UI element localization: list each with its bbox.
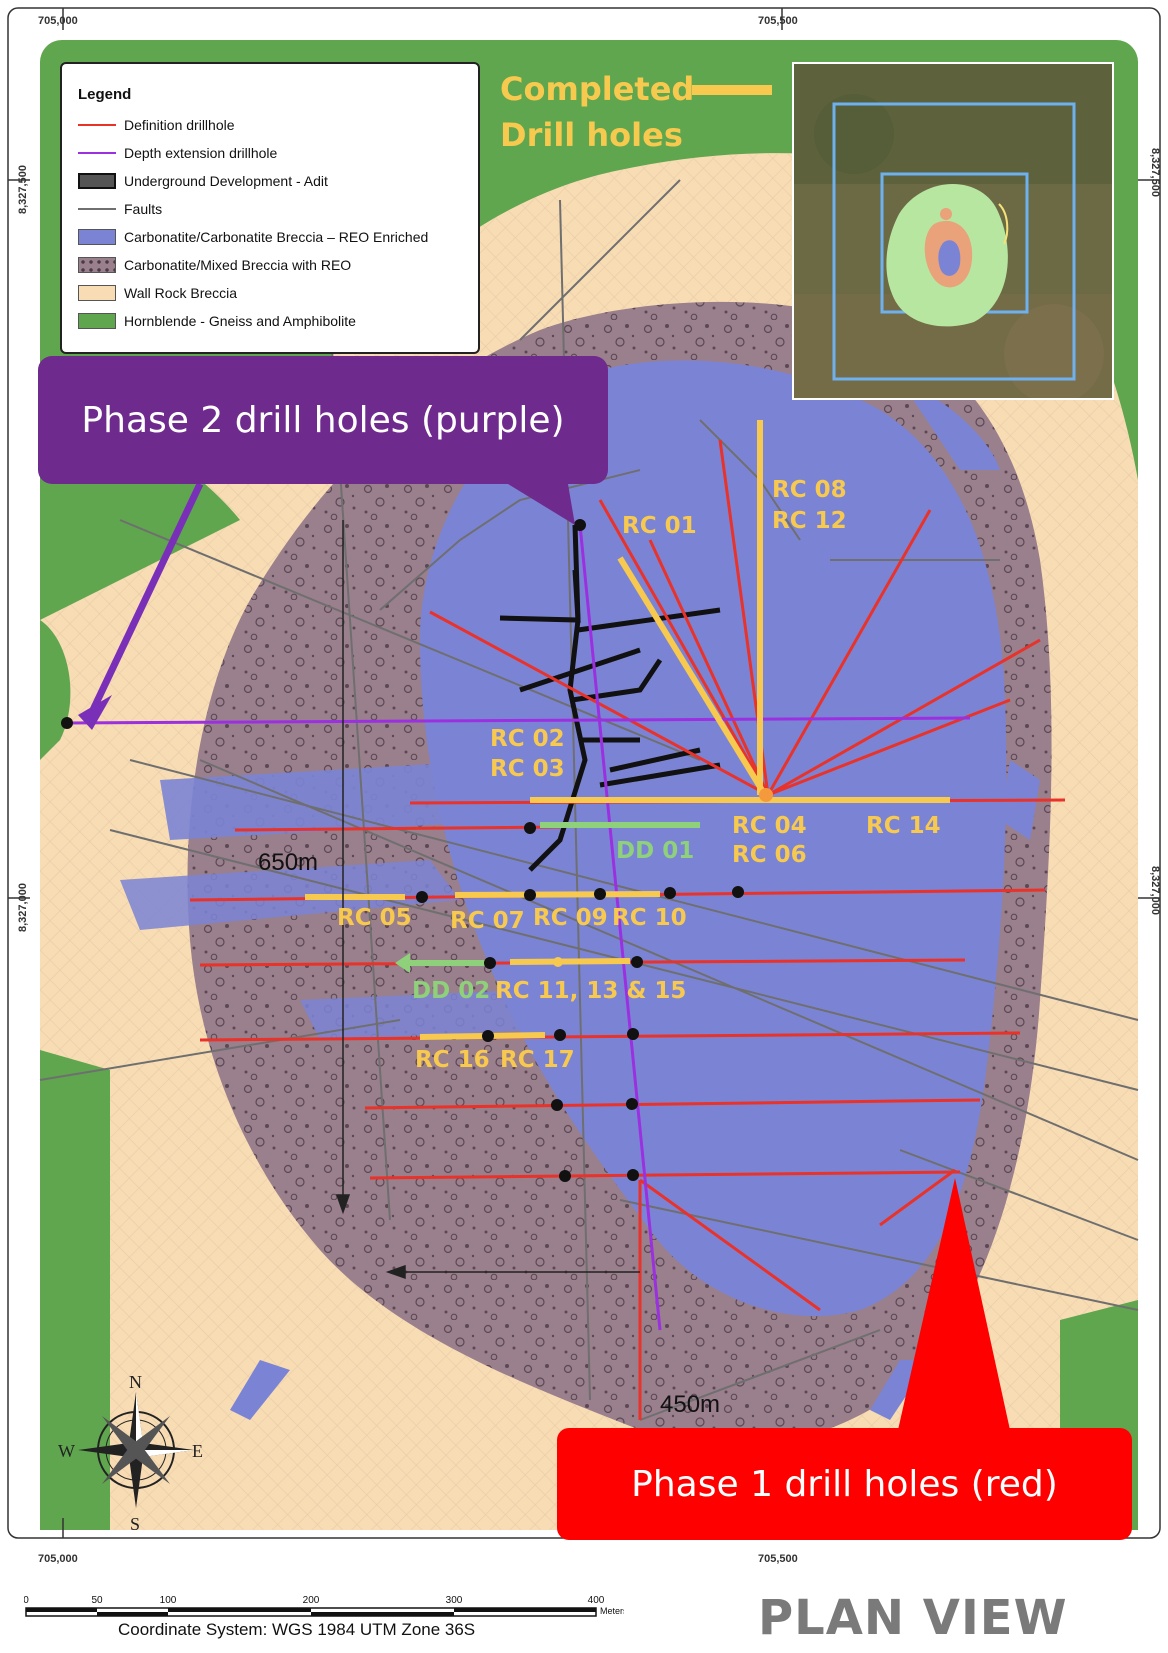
phase2-callout-text: Phase 2 drill holes (purple) [81, 399, 565, 441]
coord-left-lower: 8,327,000 [17, 883, 29, 932]
legend-label: Wall Rock Breccia [124, 285, 238, 301]
coord-right-lower: 8,327,000 [1149, 866, 1161, 915]
drill-collars [61, 519, 744, 1182]
legend-item: Carbonatite/Carbonatite Breccia – REO En… [78, 223, 462, 251]
completed-key: Completed Drill holes [500, 66, 694, 158]
label-dd01: DD 01 [616, 838, 694, 864]
legend-item: Carbonatite/Mixed Breccia with REO [78, 251, 462, 279]
coord-bottom-left: 705,000 [38, 1553, 78, 1565]
compass-n: N [129, 1372, 142, 1392]
legend-swatch [78, 144, 116, 162]
label-rc06: RC 06 [732, 842, 807, 868]
legend-swatch [78, 200, 116, 218]
phase2-callout: Phase 2 drill holes (purple) [38, 356, 608, 484]
scale-tick-label: 200 [303, 1595, 320, 1606]
label-rc07: RC 07 [450, 908, 525, 934]
legend-item: Hornblende - Gneiss and Amphibolite [78, 307, 462, 335]
coord-top-mid: 705,500 [758, 15, 798, 27]
phase1-callout: Phase 1 drill holes (red) [557, 1428, 1132, 1540]
legend-swatch [78, 116, 116, 134]
legend-label: Carbonatite/Mixed Breccia with REO [124, 257, 352, 273]
legend-item: Definition drillhole [78, 111, 462, 139]
scale-tick-label: 50 [91, 1595, 103, 1606]
coord-right-upper: 8,327,500 [1149, 148, 1161, 197]
legend-swatch [78, 228, 116, 246]
scale-tick-label: 100 [160, 1595, 177, 1606]
compass-e: E [192, 1441, 203, 1461]
label-rc14: RC 14 [866, 813, 941, 839]
scale-bar: 0 50 100 200 300 400Meters [24, 1595, 624, 1617]
legend-item: Depth extension drillhole [78, 139, 462, 167]
phase2-arrow [88, 482, 204, 714]
distance-450: 450m [660, 1391, 720, 1418]
phase2-callout-tail [508, 484, 575, 525]
coordinate-system: Coordinate System: WGS 1984 UTM Zone 36S [118, 1620, 476, 1639]
label-rc09: RC 09 [533, 905, 608, 931]
completed-key-swatch [692, 85, 772, 95]
distance-markers [335, 520, 640, 1280]
scale-tick-label: 400 [588, 1595, 605, 1606]
legend-label: Definition drillhole [124, 117, 235, 133]
label-rc11: RC 11, 13 & 15 [495, 978, 686, 1004]
compass-w: W [58, 1441, 75, 1461]
legend-item: Wall Rock Breccia [78, 279, 462, 307]
legend-label: Underground Development - Adit [124, 173, 328, 189]
scale-tick-label: 300 [446, 1595, 463, 1606]
label-rc12: RC 12 [772, 508, 847, 534]
legend-swatch [78, 172, 116, 190]
label-dd02: DD 02 [412, 978, 490, 1004]
completed-drillholes [305, 420, 950, 1040]
coord-bottom-mid: 705,500 [758, 1553, 798, 1565]
phase1-callout-text: Phase 1 drill holes (red) [631, 1463, 1058, 1505]
legend-item: Faults [78, 195, 462, 223]
extension-drillholes [66, 524, 971, 1331]
label-rc04: RC 04 [732, 813, 807, 839]
label-rc05: RC 05 [337, 905, 412, 931]
completed-line1: Completed [500, 70, 695, 108]
compass-rose-icon: N S E W [58, 1372, 203, 1534]
plan-view-title: PLAN VIEW [758, 1590, 1068, 1646]
coord-left-upper: 8,327,500 [17, 165, 29, 214]
label-rc03: RC 03 [490, 756, 565, 782]
dd-drillholes [420, 822, 700, 966]
carbonatite-zone [420, 360, 1007, 1317]
legend-title: Legend [78, 86, 132, 103]
scale-tick-label: 0 [24, 1595, 29, 1606]
distance-650: 650m [258, 849, 318, 876]
label-rc17: RC 17 [500, 1047, 575, 1073]
legend-label: Carbonatite/Carbonatite Breccia – REO En… [124, 229, 429, 245]
legend-swatch [78, 284, 116, 302]
label-rc10: RC 10 [612, 905, 687, 931]
legend-label: Faults [124, 201, 163, 217]
map-area: 650m 450m RC 01 RC 08 RC 12 RC 02 RC 03 … [39, 40, 1139, 1534]
label-rc01: RC 01 [622, 513, 697, 539]
phase1-callout-tail [898, 1178, 1010, 1430]
scale-unit: Meters [600, 1606, 624, 1616]
legend-swatch [78, 256, 116, 274]
label-rc08: RC 08 [772, 477, 847, 503]
legend-item: Underground Development - Adit [78, 167, 462, 195]
adit-development [499, 524, 721, 872]
legend-label: Hornblende - Gneiss and Amphibolite [124, 313, 356, 329]
completed-line2: Drill holes [500, 116, 683, 154]
coord-top-left: 705,000 [38, 15, 78, 27]
legend-label: Depth extension drillhole [124, 145, 278, 161]
label-rc02: RC 02 [490, 726, 565, 752]
label-rc16: RC 16 [415, 1047, 490, 1073]
legend-swatch [78, 312, 116, 330]
compass-s: S [130, 1514, 140, 1534]
satellite-inset-map [792, 62, 1114, 400]
